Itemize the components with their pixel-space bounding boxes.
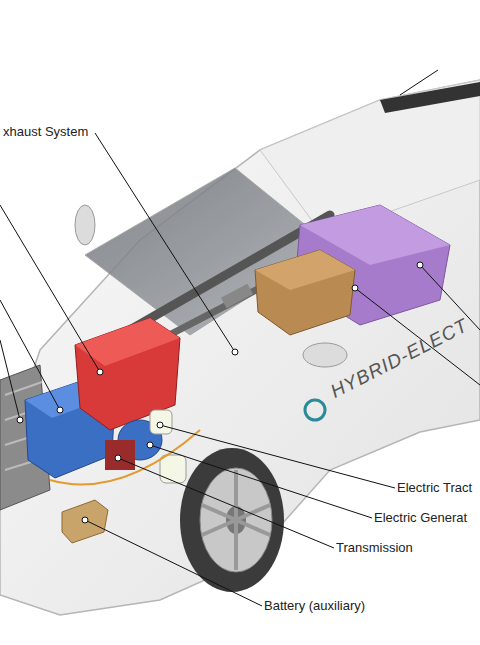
logo-mark bbox=[305, 400, 325, 420]
part-label: xhaust System bbox=[3, 124, 88, 140]
side-mirror bbox=[303, 343, 347, 367]
part-label: Battery (auxiliary) bbox=[264, 598, 365, 614]
fluid-bottle bbox=[160, 455, 186, 483]
side-mirror bbox=[75, 205, 95, 245]
fuel-tank-top bbox=[255, 250, 355, 290]
leader-lines bbox=[0, 70, 480, 606]
part-label: Electric Generat bbox=[374, 510, 467, 526]
wiring bbox=[50, 430, 200, 484]
transmission-case bbox=[105, 440, 135, 470]
fuel-tank bbox=[255, 250, 355, 335]
front-wheel bbox=[180, 448, 284, 592]
engine-top bbox=[75, 318, 180, 366]
roof-strip bbox=[380, 82, 480, 113]
fluid-bottle bbox=[150, 410, 172, 434]
muffler bbox=[221, 284, 253, 309]
part-label: Electric Tract bbox=[397, 480, 472, 496]
auxiliary-battery bbox=[62, 500, 108, 543]
car-body bbox=[0, 80, 480, 615]
part-label: Transmission bbox=[336, 540, 413, 556]
